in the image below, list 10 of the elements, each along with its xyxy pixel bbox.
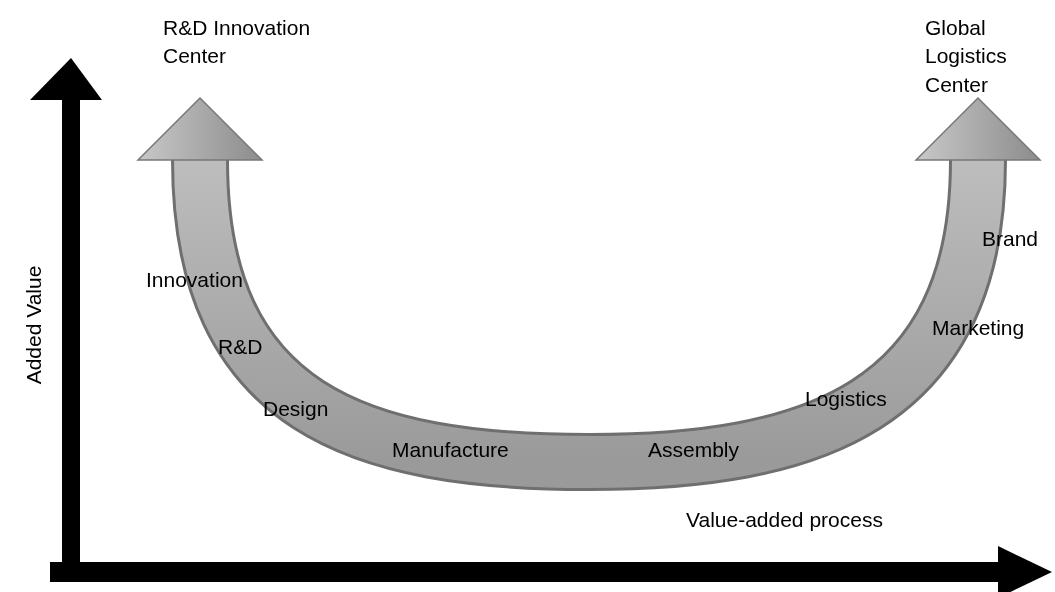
endpoint-label: R&D Innovation Center (163, 14, 363, 71)
axis-label: Added Value (21, 264, 46, 387)
endpoint-label: Global Logistics Center (925, 14, 1053, 100)
stage-label: R&D (218, 334, 263, 360)
stage-label: Logistics (805, 386, 887, 412)
stage-label: Design (263, 396, 329, 422)
axis-label: Value-added process (686, 507, 883, 533)
stage-label: Manufacture (392, 437, 509, 463)
stage-label: Innovation (146, 267, 243, 293)
stage-label: Assembly (648, 437, 740, 463)
